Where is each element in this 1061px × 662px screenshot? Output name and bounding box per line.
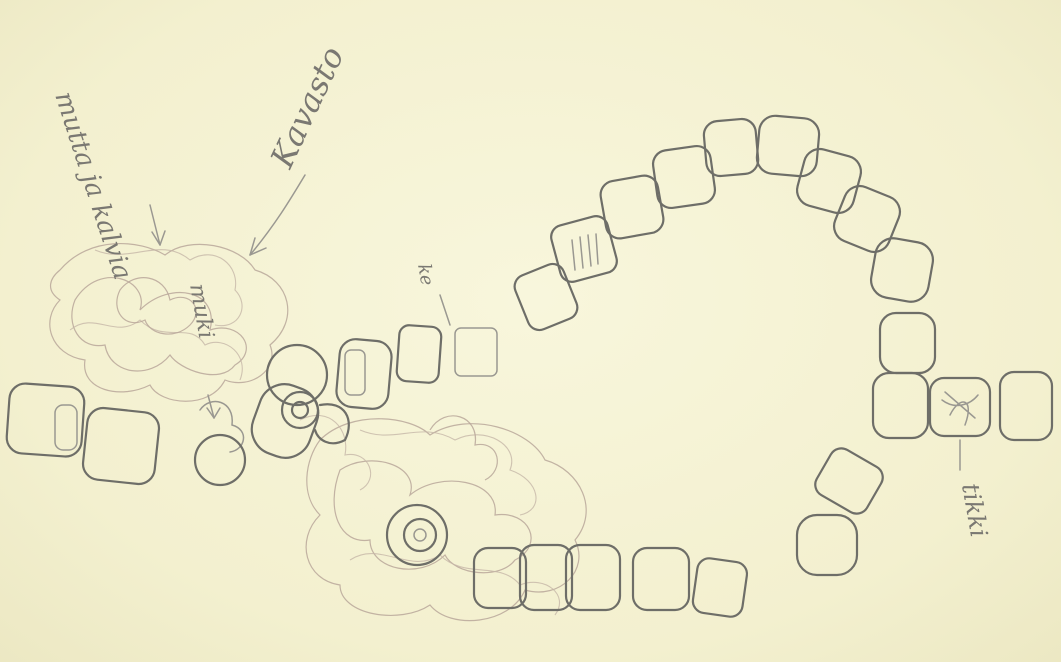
note-ke: ke — [413, 262, 437, 287]
note-muki: muki — [184, 282, 218, 341]
note-mutta-ja-kalvia: mutta ja kalvia — [48, 88, 137, 284]
segment-left-chain — [6, 325, 497, 486]
note-tikki: tikki — [956, 481, 993, 539]
segment-bottom-row — [387, 505, 749, 618]
annotation-arrows — [150, 175, 960, 470]
handwritten-notes: mutta ja kalvia Kavasto muki ke tikki — [48, 41, 993, 540]
scribble-cloud-upper-left — [50, 244, 288, 402]
segment-arc — [511, 114, 1052, 440]
scribble-cloud-center — [300, 415, 586, 620]
note-kavasto: Kavasto — [262, 41, 351, 175]
segment-lower-right — [797, 444, 887, 575]
